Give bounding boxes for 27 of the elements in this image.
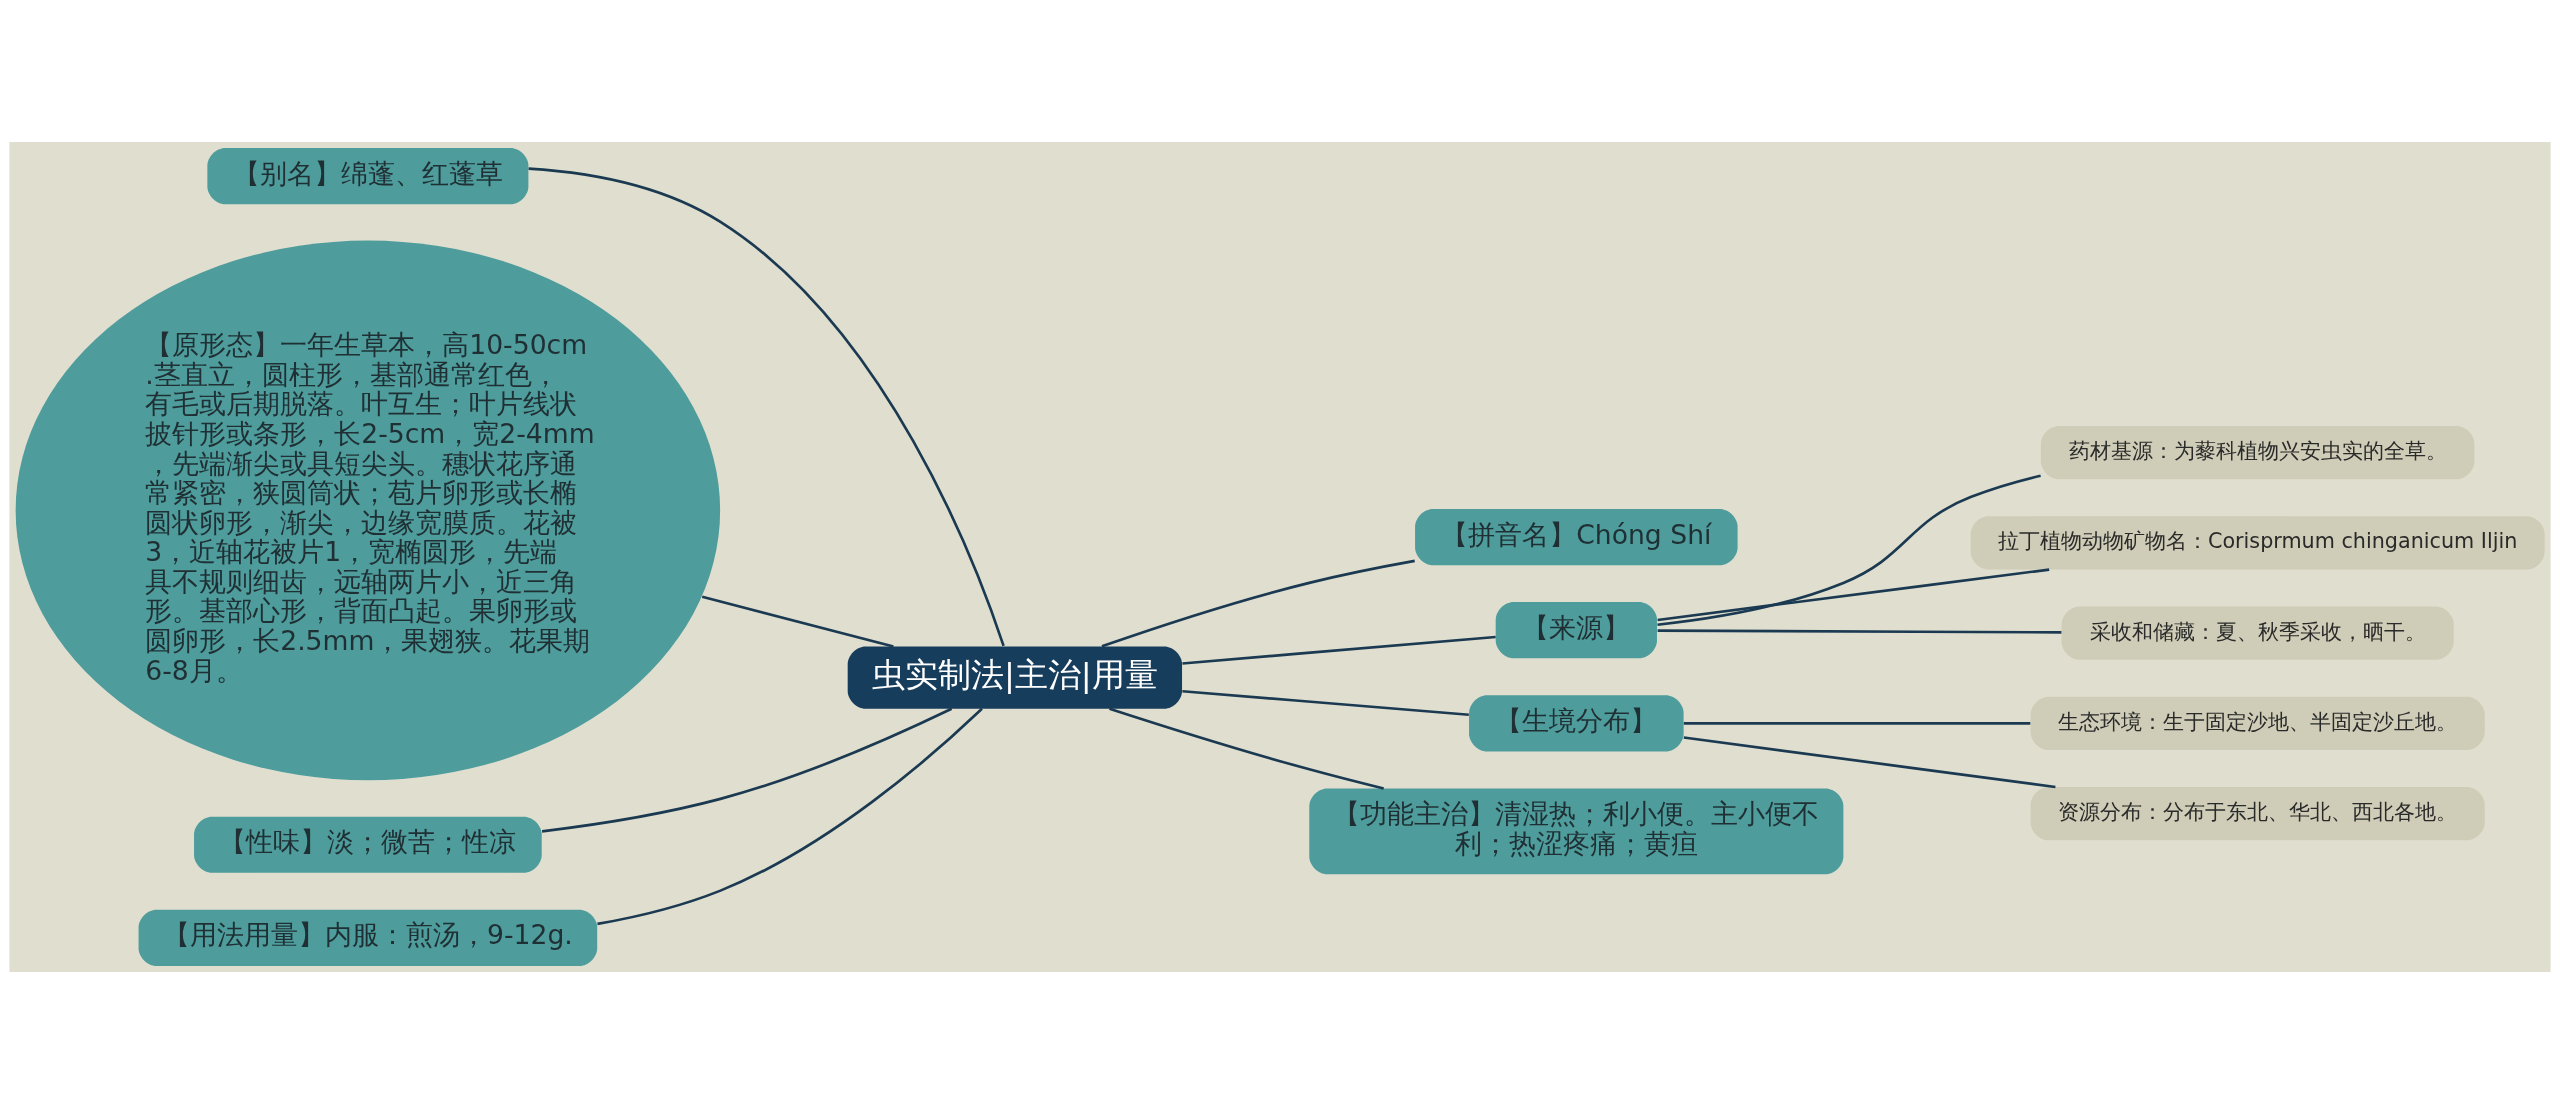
node-box: 【来源】 <box>1495 602 1657 659</box>
connector <box>1109 707 1384 790</box>
connector <box>1657 568 2050 622</box>
node-box: 虫实制法|主治|用量 <box>847 646 1183 709</box>
node-box: 资源分布：分布于东北、华北、西北各地。 <box>2030 787 2485 841</box>
node-box: 【用法用量】内服：煎汤，9-12g. <box>138 909 598 967</box>
connector <box>1657 629 2062 634</box>
node-box: 【别名】绵蓬、红蓬草 <box>207 147 529 205</box>
node-box: 【生境分布】 <box>1469 695 1684 752</box>
connector <box>528 167 1005 647</box>
node-box: 生态环境：生于固定沙地、半固定沙丘地。 <box>2030 696 2485 751</box>
connector <box>597 707 983 926</box>
node-box: 【性味】淡；微苦；性凉 <box>194 816 542 873</box>
node-ellipse: 【原形态】一年生草本，高10-50cm.茎直立，圆柱形，基部通常红色，有毛或后期脱落。叶互生；叶片线状披针形或条形，长2-5cm，宽2-4mm，先端渐尖或具短尖头。穗状花序通常紧密，狭圆筒状；苞片卵形或长椭圆状卵形，渐尖，边缘宽膜质。花被3，近轴花被片1，宽椭圆形，先端具不规则细齿，远轴两片小，近三角形。基部心形，背面凸起。果卵形或圆卵形，长2.5mm，果翅狭。花果期6-8月。 <box>15 240 721 781</box>
connector <box>1683 736 2056 789</box>
node-box: 采收和储藏：夏、秋季采收，晒干。 <box>2061 606 2454 660</box>
connector <box>1657 474 2041 627</box>
connector <box>541 707 953 833</box>
node-box: 药材基源：为藜科植物兴安虫实的全草。 <box>2040 426 2475 480</box>
node-box: 拉丁植物动物矿物名：Corisprmum chinganicum Iljin <box>1970 516 2545 570</box>
node-box: 【功能主治】清湿热；利小便。主小便不利；热涩疼痛；黄疸 <box>1309 788 1844 875</box>
connector <box>1683 722 2031 725</box>
connector <box>701 595 894 648</box>
node-box: 【拼音名】Chóng Shí <box>1415 508 1738 566</box>
connector <box>1101 559 1415 648</box>
connector <box>1182 635 1496 665</box>
connector <box>1182 689 1469 717</box>
